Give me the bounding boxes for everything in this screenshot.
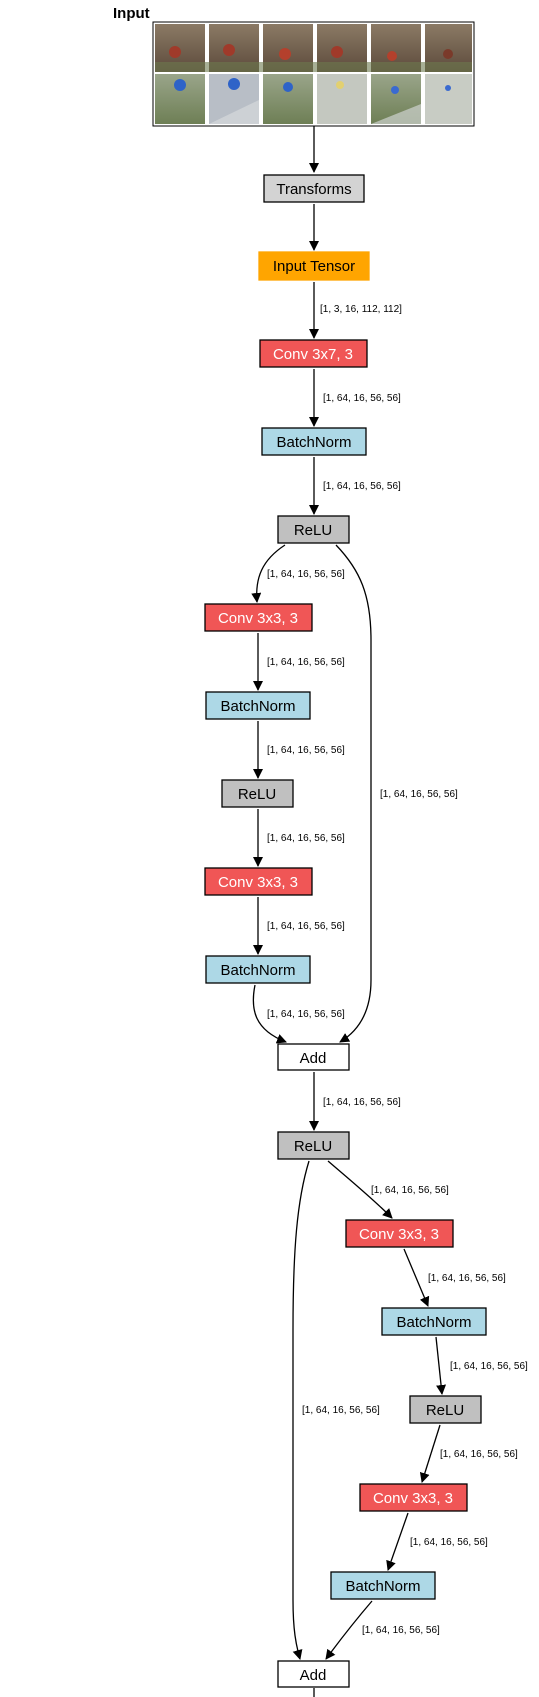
node-label: BatchNorm [396, 1314, 471, 1331]
node-label: ReLU [294, 1138, 332, 1155]
node-label: Input Tensor [273, 258, 355, 275]
block1-batchnorm1-node: BatchNorm [205, 691, 311, 720]
block1-conv1-node: Conv 3x3, 3 [204, 603, 313, 632]
edge-b2relu-b2conv2 [419, 1424, 441, 1483]
relu2-node: ReLU [277, 1131, 350, 1160]
edge-b2conv2-b2bn2 [386, 1512, 409, 1571]
node-label: ReLU [238, 786, 276, 803]
edge-label: [1, 64, 16, 56, 56] [410, 1537, 488, 1548]
edge-label: [1, 64, 16, 56, 56] [323, 1097, 401, 1108]
edge-label: [1, 3, 16, 112, 112] [320, 304, 402, 315]
node-label: Conv 3x7, 3 [273, 346, 353, 363]
block1-relu-node: ReLU [221, 779, 294, 808]
video-frames-row-bottom [155, 74, 472, 124]
edge-label: [1, 64, 16, 56, 56] [362, 1625, 440, 1636]
edge-label: [1, 64, 16, 56, 56] [323, 481, 401, 492]
edge-label: [1, 64, 16, 56, 56] [267, 921, 345, 932]
add1-node: Add [277, 1043, 350, 1071]
edge-label: [1, 64, 16, 56, 56] [267, 833, 345, 844]
node-label: Transforms [276, 181, 351, 198]
node-label: ReLU [426, 1402, 464, 1419]
edge-labels: [1, 3, 16, 112, 112] [1, 64, 16, 56, 56]… [267, 304, 528, 1636]
node-label: Conv 3x3, 3 [218, 610, 298, 627]
add2-node: Add [277, 1660, 350, 1688]
relu-node: ReLU [277, 515, 350, 544]
edge-b1bn2-add1 [252, 984, 287, 1044]
edge-label: [1, 64, 16, 56, 56] [323, 393, 401, 404]
block2-conv1-node: Conv 3x3, 3 [345, 1219, 454, 1248]
edge-label: [1, 64, 16, 56, 56] [371, 1185, 449, 1196]
edge-skip2 [292, 1160, 310, 1660]
edge-label: [1, 64, 16, 56, 56] [302, 1405, 380, 1416]
edge-b2conv1-b2bn1 [403, 1248, 430, 1307]
input-title: Input [113, 5, 150, 22]
block1-batchnorm2-node: BatchNorm [205, 955, 311, 984]
input-tensor-node: Input Tensor [258, 251, 370, 281]
node-label: ReLU [294, 522, 332, 539]
node-label: Conv 3x3, 3 [218, 874, 298, 891]
block2-batchnorm1-node: BatchNorm [381, 1307, 487, 1336]
edge-relu2-b2conv1 [327, 1160, 393, 1219]
node-label: Add [300, 1667, 327, 1684]
node-label: Conv 3x3, 3 [359, 1226, 439, 1243]
edge-b2bn2-add2 [325, 1600, 373, 1660]
nodes: Transforms Input Tensor Conv 3x7, 3 Batc… [204, 174, 487, 1688]
edge-label: [1, 64, 16, 56, 56] [380, 789, 458, 800]
edge-b2bn1-b2relu [435, 1336, 447, 1395]
edge-relu1-b1conv1 [251, 544, 286, 603]
edge-label: [1, 64, 16, 56, 56] [267, 657, 345, 668]
edge-label: [1, 64, 16, 56, 56] [267, 569, 345, 580]
node-label: Add [300, 1050, 327, 1067]
video-frames-row-top [155, 24, 472, 72]
edge-skip1 [335, 544, 372, 1043]
block1-conv2-node: Conv 3x3, 3 [204, 867, 313, 896]
node-label: BatchNorm [276, 434, 351, 451]
node-label: BatchNorm [220, 698, 295, 715]
input-image-grid [152, 21, 475, 127]
node-label: BatchNorm [220, 962, 295, 979]
edge-label: [1, 64, 16, 56, 56] [450, 1361, 528, 1372]
block2-relu-node: ReLU [409, 1395, 482, 1424]
conv-3x7-node: Conv 3x7, 3 [259, 339, 368, 368]
edge-label: [1, 64, 16, 56, 56] [440, 1449, 518, 1460]
block2-batchnorm2-node: BatchNorm [330, 1571, 436, 1600]
node-label: BatchNorm [345, 1578, 420, 1595]
batchnorm-node: BatchNorm [261, 427, 367, 456]
transforms-node: Transforms [263, 174, 365, 203]
node-label: Conv 3x3, 3 [373, 1490, 453, 1507]
edge-label: [1, 64, 16, 56, 56] [267, 745, 345, 756]
block2-conv2-node: Conv 3x3, 3 [359, 1483, 468, 1512]
edge-label: [1, 64, 16, 56, 56] [428, 1273, 506, 1284]
edges [251, 126, 447, 1697]
edge-label: [1, 64, 16, 56, 56] [267, 1009, 345, 1020]
